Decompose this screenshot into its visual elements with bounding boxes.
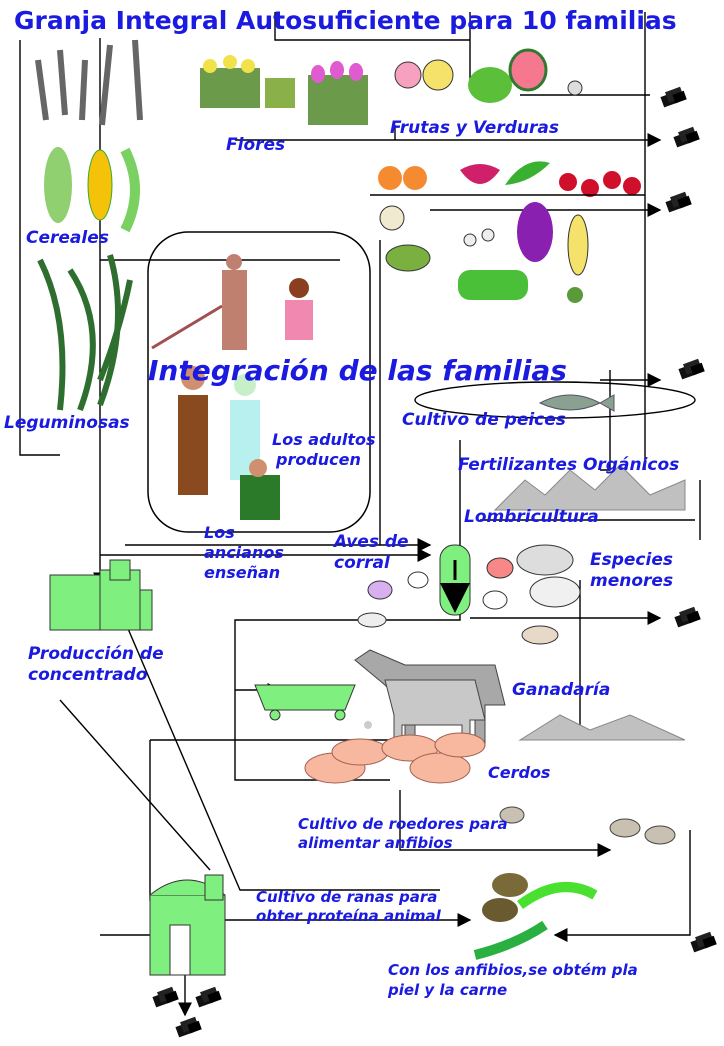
legumes-icon: [40, 255, 130, 410]
label-ancianos-2: ancianos: [204, 545, 284, 562]
label-ancianos-3: enseñan: [204, 565, 280, 582]
ground-icon: [520, 715, 685, 740]
label-ancianos-1: Los: [204, 525, 235, 542]
center-title: Integración de las familias: [148, 356, 567, 385]
label-roedores-1: Cultivo de roedores para: [298, 817, 508, 833]
cattle-icon: [355, 650, 505, 745]
label-aves-1: Aves de: [334, 534, 409, 552]
concentrate-factory-icon: [50, 560, 152, 630]
label-cultivo-peces: Cultivo de peices: [402, 412, 566, 430]
label-cereales: Cereales: [26, 230, 109, 248]
label-especies-1: Especies: [590, 552, 673, 570]
rodents-icon: [500, 807, 675, 844]
label-ganaderia: Ganadaría: [512, 682, 610, 700]
cereals-icon: [38, 40, 140, 230]
label-anfibios-1: Con los anfibios,se obtém pla: [388, 963, 638, 979]
label-flores: Flores: [226, 137, 285, 155]
people-icon: [152, 254, 313, 520]
small-animals-icon: [517, 545, 580, 644]
label-anfibios-2: piel y la carne: [388, 983, 507, 999]
label-ranas-2: obter proteína animal: [256, 909, 441, 925]
label-produccion-1: Producción de: [28, 646, 164, 664]
label-adultos-1: Los adultos: [272, 432, 376, 449]
label-fertilizantes: Fertilizantes Orgánicos: [458, 457, 679, 475]
fish-icon: [540, 395, 614, 411]
feeder-icon: [255, 685, 355, 720]
label-frutas-verduras: Frutas y Verduras: [390, 120, 559, 138]
label-aves-2: corral: [334, 555, 390, 573]
label-cerdos: Cerdos: [488, 765, 550, 782]
label-lombricultura: Lombricultura: [464, 509, 599, 527]
label-leguminosas: Leguminosas: [4, 415, 130, 433]
amphibians-icon: [475, 873, 595, 955]
label-roedores-2: alimentar anfibios: [298, 836, 453, 852]
flowers-icon: [200, 55, 368, 125]
label-especies-2: menores: [590, 573, 673, 591]
label-adultos-2: producen: [276, 452, 361, 469]
fruits-vegetables-icon: [370, 50, 645, 303]
label-ranas-1: Cultivo de ranas para: [256, 890, 437, 906]
barn-icon: [150, 875, 225, 975]
label-produccion-2: concentrado: [28, 667, 147, 685]
diagram-title: Granja Integral Autosuficiente para 10 f…: [14, 6, 677, 35]
